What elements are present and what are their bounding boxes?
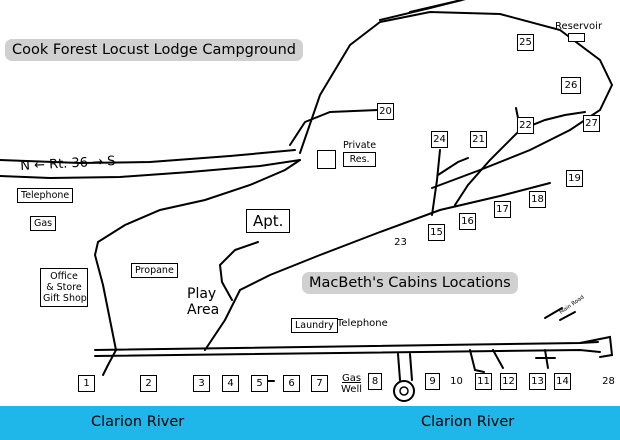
diagonal-road bbox=[204, 182, 551, 351]
map-title: Cook Forest Locust Lodge Campground bbox=[5, 39, 303, 61]
apt-road bbox=[218, 241, 259, 301]
minor-road-b bbox=[544, 307, 563, 319]
reservoir-box bbox=[568, 33, 585, 42]
rt36-label: N ← Rt. 36 → S bbox=[19, 154, 116, 174]
site-17: 17 bbox=[494, 201, 511, 218]
site-10: 10 bbox=[448, 373, 465, 390]
site-23: 23 bbox=[393, 234, 408, 251]
site-7: 7 bbox=[311, 375, 328, 392]
telephone-top: Telephone bbox=[17, 188, 74, 203]
branch-24 bbox=[431, 149, 441, 216]
site-21: 21 bbox=[470, 131, 487, 148]
gas-top: Gas bbox=[30, 216, 57, 231]
site-2: 2 bbox=[140, 375, 157, 392]
drive-11 bbox=[469, 349, 485, 373]
gas-well-drive-2 bbox=[409, 353, 413, 381]
outer-boundary bbox=[299, 10, 614, 189]
office-store: Office & Store Gift Shop bbox=[40, 268, 88, 307]
top-road-2 bbox=[409, 0, 466, 13]
rt36-lower-line bbox=[0, 159, 301, 180]
site-13: 13 bbox=[529, 373, 546, 390]
site-26: 26 bbox=[561, 77, 581, 94]
river-label-right: Clarion River bbox=[421, 414, 515, 430]
clarion-river bbox=[0, 406, 620, 440]
propane: Propane bbox=[131, 263, 178, 278]
main-curve bbox=[97, 159, 301, 243]
branch-24b bbox=[437, 157, 469, 176]
minor-road-a bbox=[559, 311, 576, 321]
drive-12 bbox=[492, 349, 504, 369]
site-8: 8 bbox=[368, 373, 382, 390]
site-11: 11 bbox=[475, 373, 492, 390]
private-res: Private Res. bbox=[343, 140, 377, 167]
site-5: 5 bbox=[251, 375, 268, 392]
bottom-road-upper bbox=[94, 341, 599, 351]
site-28: 28 bbox=[600, 373, 617, 390]
site-16: 16 bbox=[459, 213, 476, 230]
site-22: 22 bbox=[517, 117, 534, 134]
gas-well: Gas Well bbox=[341, 373, 363, 395]
site-6: 6 bbox=[283, 375, 300, 392]
play-area: Play Area bbox=[187, 286, 220, 318]
left-road-end bbox=[102, 349, 117, 376]
gas-well-loop bbox=[393, 380, 415, 402]
bottom-road-end bbox=[579, 335, 614, 358]
site-25: 25 bbox=[517, 34, 534, 51]
telephone-bottom: Telephone bbox=[337, 318, 388, 329]
gas-well-drive bbox=[397, 353, 401, 381]
site-14: 14 bbox=[554, 373, 571, 390]
bottom-road-lower bbox=[94, 348, 601, 357]
river-label-left: Clarion River bbox=[91, 414, 185, 430]
site-4: 4 bbox=[222, 375, 239, 392]
site-3: 3 bbox=[193, 375, 210, 392]
apt: Apt. bbox=[246, 209, 291, 233]
private-res-box bbox=[317, 150, 336, 169]
rt36-upper-line bbox=[0, 149, 296, 165]
site-27: 27 bbox=[583, 115, 600, 132]
site-19: 19 bbox=[566, 170, 583, 187]
site-24: 24 bbox=[431, 131, 448, 148]
site-1: 1 bbox=[78, 375, 95, 392]
laundry: Laundry bbox=[291, 318, 338, 333]
left-road bbox=[93, 241, 117, 351]
site-20: 20 bbox=[377, 103, 394, 120]
inner-road-20 bbox=[289, 109, 379, 146]
site-9: 9 bbox=[425, 373, 440, 390]
reservoir: Reservoir bbox=[555, 21, 603, 32]
site-18: 18 bbox=[529, 191, 546, 208]
cabins-subtitle: MacBeth's Cabins Locations bbox=[302, 272, 518, 294]
site-15: 15 bbox=[428, 224, 445, 241]
site-12: 12 bbox=[500, 373, 517, 390]
